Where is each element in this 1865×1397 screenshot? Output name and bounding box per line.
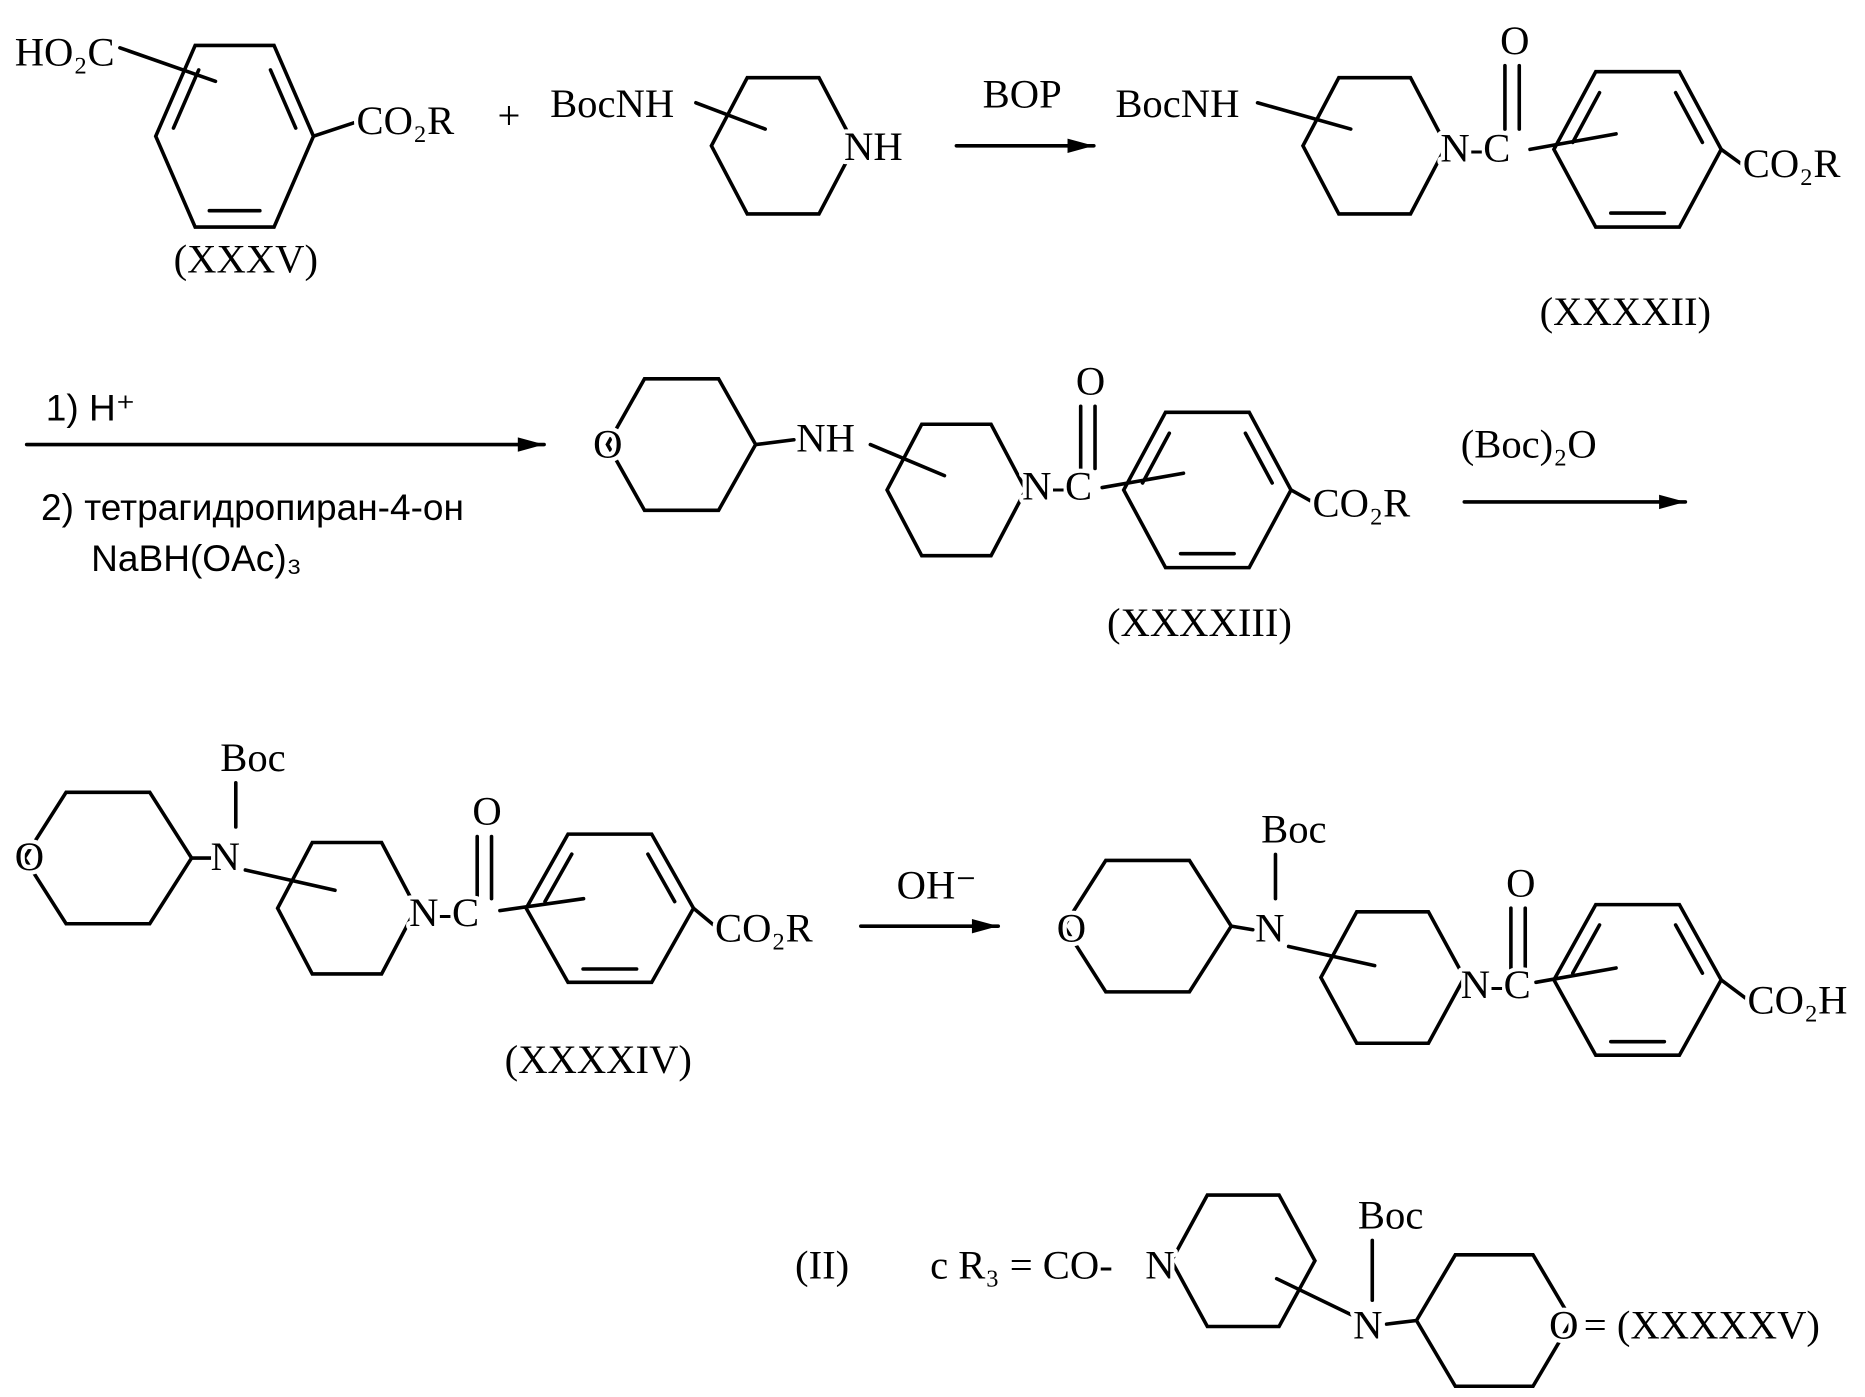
bond [1291,490,1313,502]
aromatic-double-bond [1676,93,1703,143]
reagent-boc2o: (Boc)₂O [1461,422,1597,467]
aromatic-double-bond [1676,925,1703,973]
compound-label-xxxxii: (XXXXII) [1540,289,1711,334]
substituent-bond [1258,103,1351,129]
aromatic-double-bond [1245,433,1272,483]
substituent-bond [500,899,584,911]
bond [1721,149,1743,165]
amine-nh-label: NH [796,416,855,461]
piperidine-ring [1303,78,1446,214]
substituent-bond [120,48,216,81]
ester-label: CO₂R [356,98,455,143]
piperidine-ring [1321,912,1464,1043]
carbonyl-o-label: O [1506,860,1535,905]
arrowhead-icon [1068,139,1094,153]
ring-o-label: O [1549,1302,1578,1347]
tetrahydropyran-ring [607,379,755,510]
n-label: N [1353,1302,1382,1347]
arrowhead-icon [1659,495,1685,509]
tetrahydropyran-ring [1064,860,1231,991]
n-label: N [1255,906,1284,951]
benzene-ring [526,834,693,982]
bocnh-label: BocNH [550,81,674,126]
aromatic-double-bond [545,854,572,901]
benzene-ring [1124,412,1291,567]
aromatic-double-bond [270,70,295,128]
piperidine-ring [887,424,1026,555]
carbonyl-o-label: O [1076,358,1105,403]
acid-label: CO₂H [1748,977,1848,1022]
carbonyl-o-label: O [1500,18,1529,63]
ring-o-label: O [1057,906,1086,951]
n-label: N [1145,1243,1174,1288]
bond [693,908,715,926]
bocnh-label: BocNH [1115,81,1239,126]
piperidine-ring [1172,1195,1315,1326]
plus-sign: + [498,93,521,138]
benzene-ring [1554,72,1721,227]
ho2c-label: HO₂C [15,30,115,75]
compound-label-xxxv: (XXXV) [174,236,318,281]
carbonyl-o-label: O [472,789,501,834]
compound-label-xxxxiii: (XXXXIII) [1107,600,1292,645]
compound-label-xxxxxv: = (XXXXXV) [1584,1302,1820,1347]
ester-label: CO₂R [1743,141,1842,186]
bond [313,122,356,136]
arrowhead-icon [972,919,998,933]
reagent-hydroxide: OH⁻ [897,863,977,908]
bond [1231,926,1253,930]
piperidine-ring [711,78,854,214]
reagent-acid: 1) H⁺ [46,387,136,429]
ester-label: CO₂R [1313,480,1412,525]
boc-label: Boc [1261,807,1326,852]
substituent-bond [1289,946,1375,965]
bond [1721,980,1745,998]
aromatic-double-bond [648,854,675,901]
r3-definition: c R₃ = CO- [930,1243,1113,1288]
n-label: N [211,834,240,879]
amide-linker-label: N-C [409,890,479,935]
benzene-ring [156,45,314,227]
ring-o-label: O [593,422,622,467]
piperidine-nh-label: NH [844,124,903,169]
ester-label: CO₂R [715,906,814,951]
boc-label: Boc [1358,1192,1423,1237]
amide-linker-label: N-C [1461,962,1531,1007]
arrowhead-icon [518,437,544,451]
ring-o-label: O [15,834,44,879]
amide-linker-label: N-C [1440,125,1510,170]
tetrahydropyran-ring [24,792,191,923]
substituent-bond [1102,473,1183,487]
formula-ref-ii: (II) [795,1243,849,1288]
benzene-ring [1554,905,1721,1056]
aromatic-double-bond [173,70,198,128]
aromatic-double-bond [1573,925,1600,973]
bond [756,440,794,445]
amide-linker-label: N-C [1022,464,1092,509]
aromatic-double-bond [1573,93,1600,143]
compound-label-xxxxiv: (XXXXIV) [505,1037,692,1082]
boc-label: Boc [220,735,285,780]
bond [1387,1321,1417,1325]
reagent-ketone: 2) тетрагидропиран-4-он [41,486,464,528]
piperidine-ring [278,843,417,974]
reagent-reductant: NaBH(OAc)₃ [91,537,302,579]
reagent-bop: BOP [983,72,1062,117]
substituent-bond [1530,134,1616,150]
